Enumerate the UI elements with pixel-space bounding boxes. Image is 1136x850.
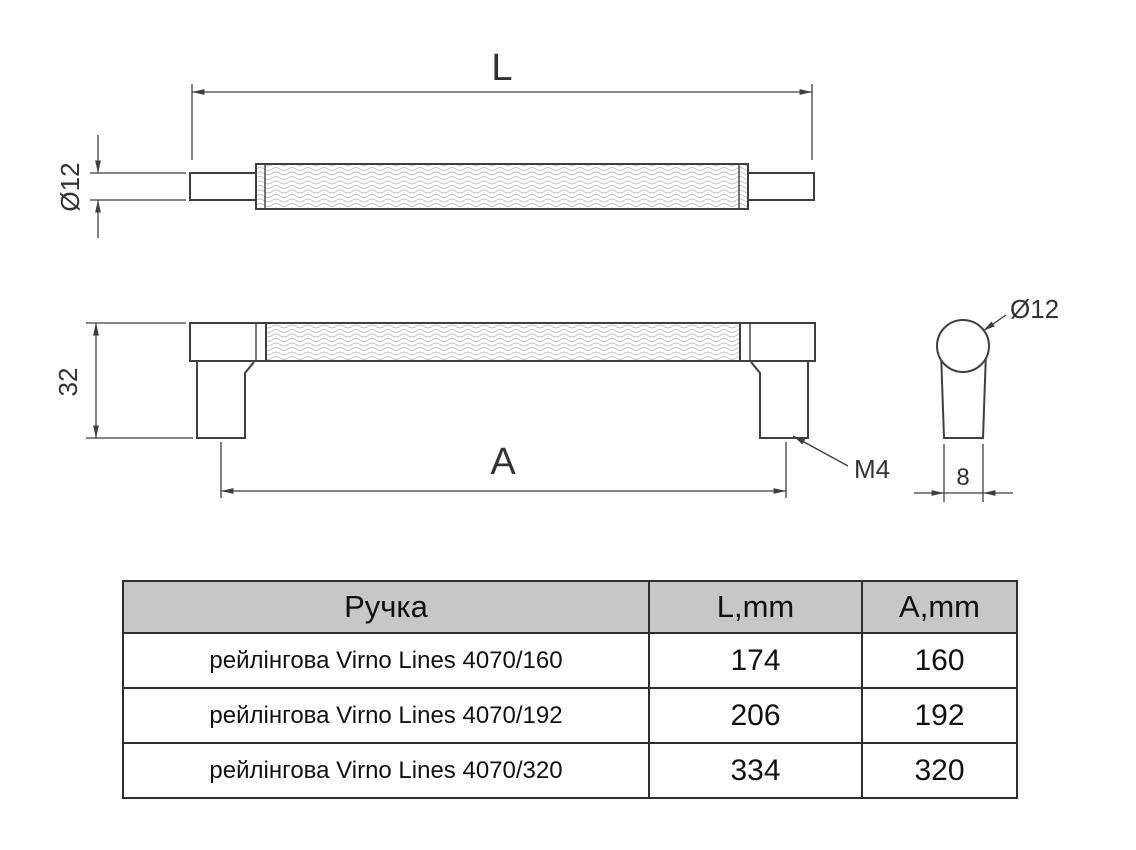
cell-a-value: 320 — [861, 742, 1018, 799]
cell-a-value: 160 — [861, 632, 1018, 689]
cell-product-name: рейлінгова Virno Lines 4070/320 — [122, 742, 650, 799]
dim-label-height: 32 — [53, 368, 83, 397]
cell-l-value: 334 — [648, 742, 863, 799]
spec-table: Ручка L,mm A,mm рейлінгова Virno Lines 4… — [122, 580, 1018, 799]
cell-product-name: рейлінгова Virno Lines 4070/160 — [122, 632, 650, 689]
table-row: рейлінгова Virno Lines 4070/192 206 192 — [122, 687, 1018, 744]
side-rod-section — [936, 319, 990, 373]
handle-pin-left — [189, 172, 257, 201]
dimension-labels: L Ø12 32 A M4 Ø12 8 — [53, 47, 1059, 491]
leg-right — [750, 361, 809, 439]
leader-line-m4 — [792, 435, 849, 467]
leg-left — [196, 361, 255, 439]
side-view — [914, 314, 1013, 502]
table-row: рейлінгова Virno Lines 4070/320 334 320 — [122, 742, 1018, 799]
dim-label-diameter-side: Ø12 — [1010, 294, 1059, 324]
cell-l-value: 174 — [648, 632, 863, 689]
dim-label-foot-width: 8 — [956, 464, 969, 491]
table-row: рейлінгова Virno Lines 4070/160 174 160 — [122, 632, 1018, 689]
technical-drawing: L Ø12 32 A M4 Ø12 8 — [53, 47, 1059, 502]
dim-label-diameter-top: Ø12 — [55, 162, 85, 211]
handle-bar-knurled — [265, 322, 741, 362]
col-header-product: Ручка — [122, 580, 650, 634]
table-header-row: Ручка L,mm A,mm — [122, 580, 1018, 634]
cell-a-value: 192 — [861, 687, 1018, 744]
leader-line-diameter-side — [982, 314, 1007, 332]
dim-label-A: A — [490, 441, 516, 483]
cell-product-name: рейлінгова Virno Lines 4070/192 — [122, 687, 650, 744]
top-view — [90, 84, 815, 238]
cell-l-value: 206 — [648, 687, 863, 744]
side-foot — [940, 351, 987, 439]
handle-grip-knurled — [255, 163, 749, 210]
handle-pin-right — [747, 172, 815, 201]
col-header-a-mm: A,mm — [861, 580, 1018, 634]
dim-label-L: L — [491, 47, 512, 89]
dim-label-thread-m4: M4 — [854, 454, 890, 484]
col-header-l-mm: L,mm — [648, 580, 863, 634]
front-view — [86, 322, 849, 498]
